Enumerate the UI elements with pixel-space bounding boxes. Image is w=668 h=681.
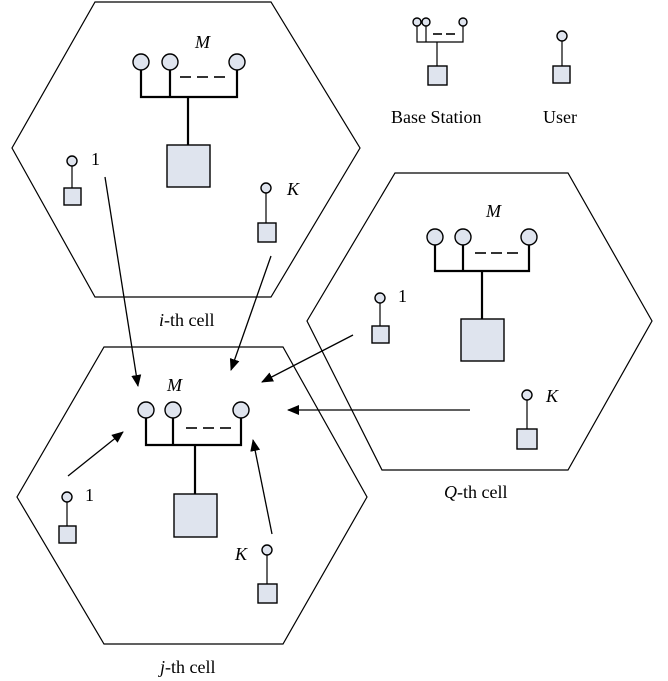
user-j-1-label: 1 <box>85 485 94 505</box>
arrow-j1-to-j-bs <box>67 431 124 477</box>
user-q-1-label: 1 <box>398 286 407 306</box>
q-cell-label: Q-th cell <box>444 482 507 502</box>
arrow-ik-to-j-bs <box>229 255 272 371</box>
arrow-i1-to-j-bs <box>104 176 142 387</box>
j-cell-antenna-count: M <box>166 375 183 395</box>
legend-base-station-label: Base Station <box>391 107 482 127</box>
i-cell-label: i-th cell <box>159 310 215 330</box>
arrow-jk-to-j-bs <box>250 439 273 535</box>
user-j-1 <box>58 491 77 544</box>
user-i-k-label: K <box>286 179 300 199</box>
legend-user-icon <box>552 30 571 84</box>
user-j-k-label: K <box>234 544 248 564</box>
j-cell-label: j-th cell <box>158 657 216 677</box>
user-j-k <box>257 544 278 604</box>
arrow-q1-to-j-bs <box>261 334 354 383</box>
user-i-1 <box>63 155 82 206</box>
user-i-1-label: 1 <box>91 149 100 169</box>
base-station-q <box>426 228 538 362</box>
legend-user-label: User <box>543 107 577 127</box>
base-station-j <box>137 401 250 538</box>
user-q-k <box>516 389 538 450</box>
legend-base-station-icon <box>412 17 468 86</box>
user-q-k-label: K <box>545 386 559 406</box>
base-station-i <box>132 53 246 188</box>
q-cell-antenna-count: M <box>485 201 502 221</box>
i-cell-antenna-count: M <box>194 32 211 52</box>
user-i-k <box>257 182 277 243</box>
user-q-1 <box>371 292 390 344</box>
